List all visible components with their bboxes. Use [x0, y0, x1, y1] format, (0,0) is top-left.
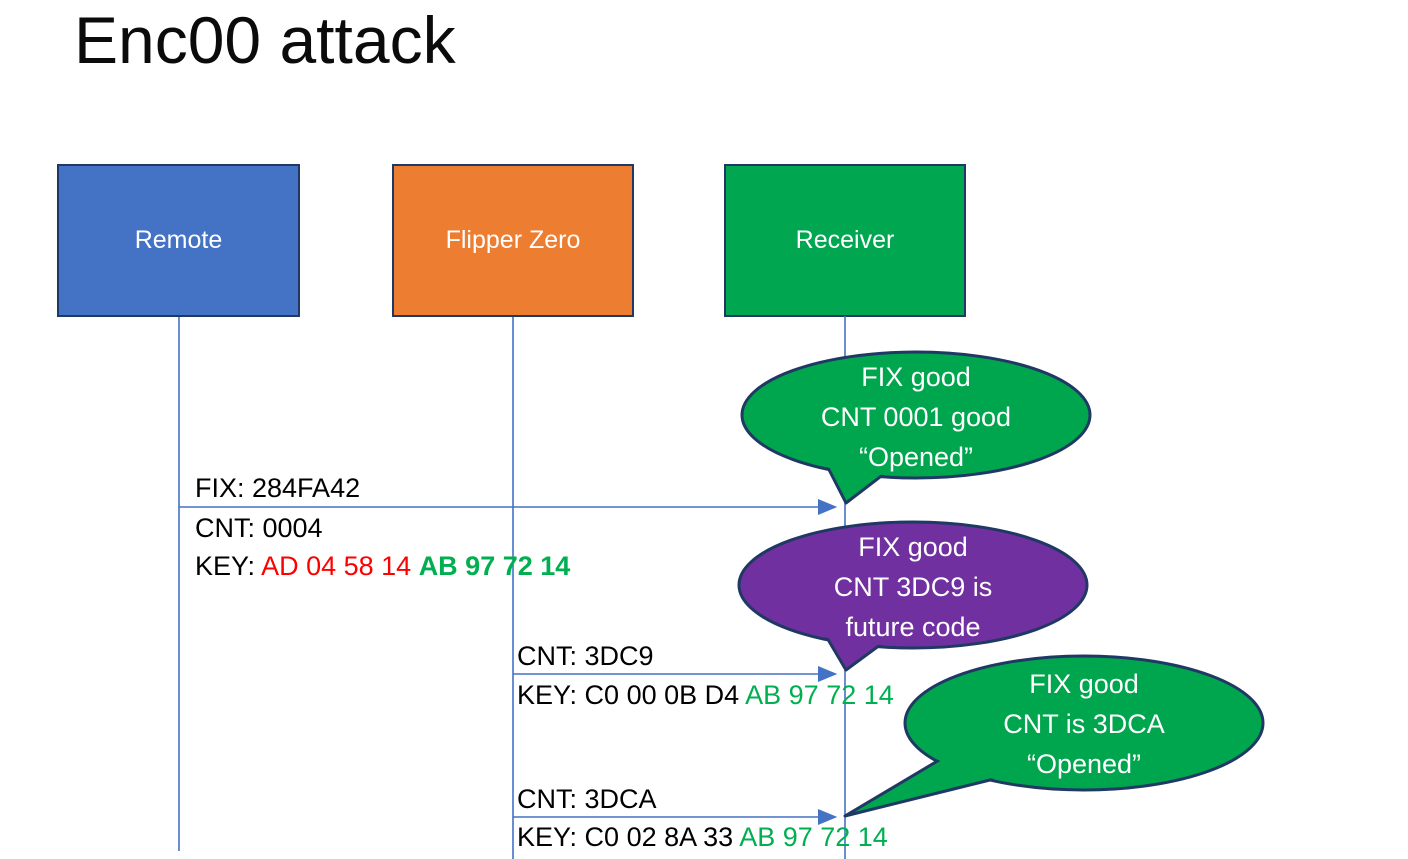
message-1-cnt: CNT: 0004	[195, 513, 323, 544]
actor-label-receiver: Receiver	[795, 226, 895, 254]
callout-3-line-1: FIX good	[1029, 669, 1139, 699]
message-2-cnt: CNT: 3DC9	[517, 641, 654, 672]
message-3-key-prefix: KEY:	[517, 822, 585, 852]
message-1-key-green: AB 97 72 14	[418, 551, 571, 581]
actor-label-remote: Remote	[134, 226, 223, 254]
message-1-fix-text: FIX: 284FA42	[195, 473, 361, 503]
callout-1-line-1: FIX good	[861, 362, 971, 392]
actor-label-flipper-zero: Flipper Zero	[445, 226, 581, 254]
message-2-key-black: C0 00 0B D4	[584, 680, 746, 710]
page-title: Enc00 attack	[74, 3, 456, 77]
callout-3-text: FIX good CNT is 3DCA “Opened”	[905, 660, 1263, 788]
callout-bubble-3	[843, 654, 1265, 818]
message-3-key-green: AB 97 72 14	[739, 822, 888, 852]
message-3-cnt: CNT: 3DCA	[517, 784, 657, 815]
message-3-key: KEY: C0 02 8A 33 AB 97 72 14	[517, 822, 888, 853]
callout-bubble-2	[737, 520, 1089, 672]
actor-box-flipper-zero: Flipper Zero	[392, 164, 634, 317]
actor-box-receiver: Receiver	[724, 164, 966, 317]
message-2-key: KEY: C0 00 0B D4 AB 97 72 14	[517, 680, 894, 711]
callout-2-line-3: future code	[845, 612, 981, 642]
callout-1-line-3: “Opened”	[858, 442, 974, 472]
callout-3-line-3: “Opened”	[1026, 749, 1142, 779]
callout-1-line-2: CNT 0001 good	[820, 402, 1012, 432]
message-2-key-green: AB 97 72 14	[745, 680, 894, 710]
callout-bubble-1	[740, 350, 1092, 505]
message-2-cnt-text: CNT: 3DC9	[517, 641, 654, 671]
message-1-key-red: AD 04 58 14	[261, 551, 419, 581]
callout-1-text: FIX good CNT 0001 good “Opened”	[742, 355, 1090, 479]
message-1-key: KEY: AD 04 58 14 AB 97 72 14	[195, 551, 570, 582]
message-1-fix: FIX: 284FA42	[195, 473, 360, 504]
message-3-cnt-text: CNT: 3DCA	[517, 784, 657, 814]
message-1-cnt-text: CNT: 0004	[195, 513, 323, 543]
callout-2-line-2: CNT 3DC9 is	[833, 572, 993, 602]
actor-box-remote: Remote	[57, 164, 300, 317]
callout-2-line-1: FIX good	[858, 532, 968, 562]
message-2-key-prefix: KEY:	[517, 680, 585, 710]
message-1-key-prefix: KEY:	[195, 551, 262, 581]
callout-2-text: FIX good CNT 3DC9 is future code	[739, 525, 1087, 649]
callout-3-line-2: CNT is 3DCA	[1003, 709, 1165, 739]
message-3-key-black: C0 02 8A 33	[584, 822, 740, 852]
